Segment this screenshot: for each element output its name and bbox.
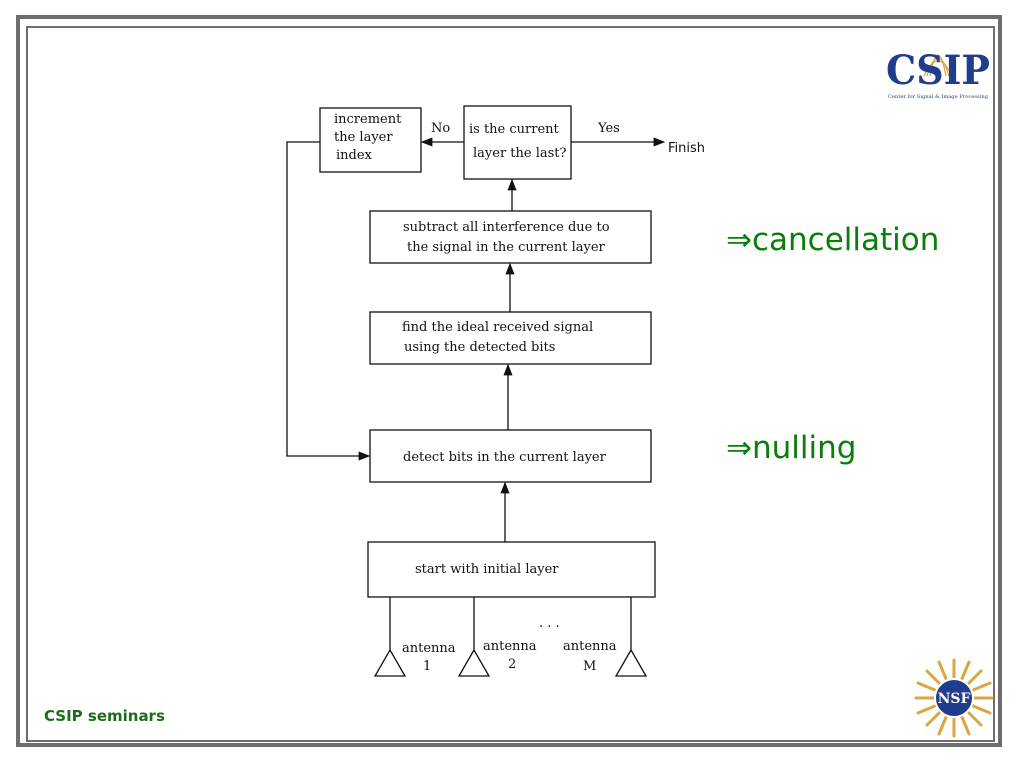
antenna-M-icon bbox=[614, 648, 648, 677]
start-box bbox=[367, 541, 656, 598]
increment-line-1: increment bbox=[334, 112, 402, 127]
subtract-line-1: subtract all interference due to bbox=[403, 220, 610, 235]
start-line-1: start with initial layer bbox=[415, 562, 559, 577]
antenna-M-index: M bbox=[583, 659, 596, 674]
antenna-2-icon bbox=[457, 648, 491, 677]
decision-box bbox=[463, 105, 572, 180]
antenna-2-index: 2 bbox=[508, 657, 516, 672]
decision-line-1: is the current bbox=[469, 122, 560, 137]
find-line-2: using the detected bits bbox=[404, 340, 555, 355]
csip-logo-letters: CSIP bbox=[886, 47, 990, 94]
no-label: No bbox=[431, 121, 450, 136]
find-line-1: find the ideal received signal bbox=[402, 320, 593, 335]
slide-outer-border bbox=[16, 15, 1002, 747]
nsf-logo-text: NSF bbox=[938, 691, 971, 707]
antenna-M-label: antenna bbox=[563, 639, 617, 654]
csip-logo: CSIP Center for Signal & Image Processin… bbox=[884, 36, 992, 106]
nsf-logo-globe bbox=[934, 678, 974, 718]
antenna-1-icon bbox=[373, 648, 407, 677]
csip-logo-waves bbox=[923, 54, 953, 77]
increment-line-3: index bbox=[336, 148, 373, 163]
footer-text: CSIP seminars bbox=[44, 707, 165, 725]
cancellation-annotation: ⇒cancellation bbox=[726, 222, 940, 258]
antenna-ellipsis: . . . bbox=[539, 616, 560, 631]
subtract-box bbox=[369, 210, 652, 264]
csip-logo-tagline: Center for Signal & Image Processing bbox=[888, 94, 989, 100]
antenna-1-label: antenna bbox=[402, 641, 456, 656]
finish-label: Finish bbox=[668, 141, 705, 156]
edge-increment-to-detect bbox=[286, 141, 371, 461]
detect-line-1: detect bits in the current layer bbox=[403, 450, 607, 465]
nulling-annotation: ⇒nulling bbox=[726, 430, 857, 466]
decision-line-2: layer the last? bbox=[473, 146, 567, 161]
increment-line-2: the layer bbox=[334, 130, 393, 145]
nsf-logo: NSF bbox=[912, 656, 996, 740]
yes-label: Yes bbox=[597, 121, 620, 136]
subtract-line-2: the signal in the current layer bbox=[407, 240, 606, 255]
antenna-2-label: antenna bbox=[483, 639, 537, 654]
antenna-1-index: 1 bbox=[423, 659, 431, 674]
slide-inner-border bbox=[26, 26, 995, 742]
